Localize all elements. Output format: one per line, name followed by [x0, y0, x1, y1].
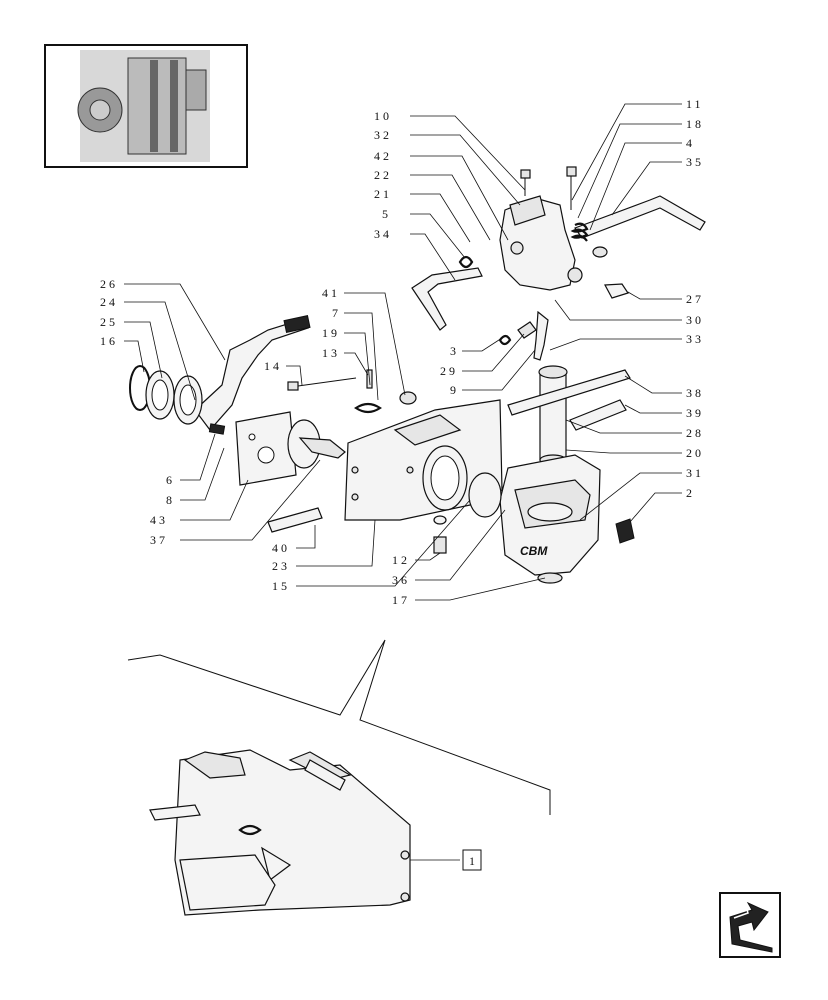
callout-37: 37 — [150, 533, 168, 547]
callout-32: 32 — [374, 128, 392, 142]
ring-25 — [145, 370, 175, 420]
callout-33: 33 — [686, 332, 704, 346]
hitch-jaw: CBM — [499, 454, 601, 584]
callout-34: 34 — [374, 227, 392, 241]
callout-43: 43 — [150, 513, 168, 527]
callout-4: 4 — [686, 136, 695, 150]
callout-25: 25 — [100, 315, 118, 329]
plate-43 — [235, 411, 297, 486]
link-rod — [498, 310, 549, 361]
bolt-14 — [287, 377, 357, 391]
callout-28: 28 — [686, 426, 704, 440]
callout-27: 27 — [686, 292, 704, 306]
callout-42: 42 — [374, 149, 392, 163]
bushing-12 — [433, 515, 447, 554]
leader-lines — [124, 103, 682, 601]
callout-20: 20 — [686, 446, 704, 460]
callout-12: 12 — [392, 553, 410, 567]
callout-39: 39 — [686, 406, 704, 420]
main-housing — [344, 399, 503, 521]
vertical-pin — [538, 365, 568, 466]
pin-40 — [267, 507, 323, 533]
callout-5: 5 — [382, 207, 391, 221]
callout-41: 41 — [322, 286, 340, 300]
pin-6 — [208, 423, 226, 435]
callout-19: 19 — [322, 326, 340, 340]
next-page-arrow-icon[interactable] — [719, 892, 781, 958]
bolt-10 — [520, 169, 531, 196]
callout-29: 29 — [440, 364, 458, 378]
callout-23: 23 — [272, 559, 290, 573]
assembly-guide-lines — [127, 639, 551, 815]
assembly-ref-box: 1 — [469, 854, 475, 868]
callout-17: 17 — [392, 593, 410, 607]
pin-39 — [569, 399, 627, 431]
callout-2: 2 — [686, 486, 695, 500]
callout-40: 40 — [272, 541, 290, 555]
callout-30: 30 — [686, 313, 704, 327]
bolt-11 — [566, 166, 577, 210]
upper-bracket — [499, 195, 589, 291]
locator-thumbnail — [44, 44, 248, 168]
callout-31: 31 — [686, 466, 704, 480]
brand-mark: CBM — [520, 544, 548, 558]
ring-24 — [173, 375, 203, 425]
callout-6: 6 — [166, 473, 175, 487]
callout-24: 24 — [100, 295, 118, 309]
callout-14: 14 — [264, 359, 282, 373]
callout-38: 38 — [686, 386, 704, 400]
spring-pin-2 — [615, 518, 635, 544]
bushing-27 — [592, 246, 629, 299]
callout-15: 15 — [272, 579, 290, 593]
rod-38 — [507, 369, 631, 416]
callout-3: 3 — [450, 344, 459, 358]
callout-22: 22 — [374, 168, 392, 182]
callout-7: 7 — [332, 306, 341, 320]
callout-9: 9 — [450, 383, 459, 397]
callout-11: 11 — [686, 97, 704, 111]
callout-16: 16 — [100, 334, 118, 348]
callout-10: 10 — [374, 109, 392, 123]
callout-35: 35 — [686, 155, 704, 169]
callout-26: 26 — [100, 277, 118, 291]
handle-34 — [411, 255, 483, 331]
callout-36: 36 — [392, 573, 410, 587]
disc-37 — [287, 419, 346, 469]
callout-21: 21 — [374, 187, 392, 201]
spring-19 — [354, 391, 417, 414]
callout-8: 8 — [166, 493, 175, 507]
lever-26 — [194, 315, 311, 431]
callout-labels: 10 32 42 22 21 5 34 11 18 4 35 27 30 33 … — [100, 97, 704, 607]
callout-13: 13 — [322, 346, 340, 360]
assembled-view: 1 — [149, 749, 482, 916]
lever-arm-35 — [574, 195, 706, 239]
callout-18: 18 — [686, 117, 704, 131]
